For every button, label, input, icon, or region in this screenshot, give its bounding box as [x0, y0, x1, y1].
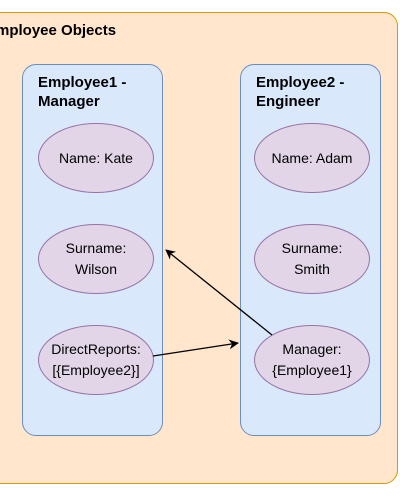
employee1-surname-label: Surname: Wilson [65, 240, 127, 277]
employee1-title: Employee1 - Manager [38, 73, 168, 111]
container-title: mployee Objects [0, 22, 117, 39]
employee2-surname-node: Surname: Smith [254, 224, 370, 294]
employee2-name-node: Name: Adam [254, 123, 370, 193]
employee1-title-line2: Manager [38, 93, 100, 110]
employee2-manager-label: Manager: {Employee1} [272, 341, 352, 378]
employee1-directreports-label: DirectReports: [{Employee2}] [51, 341, 141, 378]
employee2-title-line1: Employee2 - [256, 74, 345, 91]
employee2-manager-node: Manager: {Employee1} [254, 325, 370, 395]
employee1-surname-node: Surname: Wilson [38, 224, 154, 294]
employee2-name-label: Name: Adam [271, 149, 353, 166]
employee1-name-label: Name: Kate [59, 149, 133, 166]
edge-directreports-to-manager [152, 339, 239, 357]
edge-manager-to-surname [165, 249, 273, 336]
employee1-name-node: Name: Kate [38, 123, 154, 193]
employee1-directreports-node: DirectReports: [{Employee2}] [38, 325, 154, 395]
employee2-title: Employee2 - Engineer [256, 73, 386, 111]
employee2-title-line2: Engineer [256, 93, 321, 110]
employee1-title-line1: Employee1 - [38, 74, 127, 91]
employee2-surname-label: Surname: Smith [281, 240, 343, 277]
